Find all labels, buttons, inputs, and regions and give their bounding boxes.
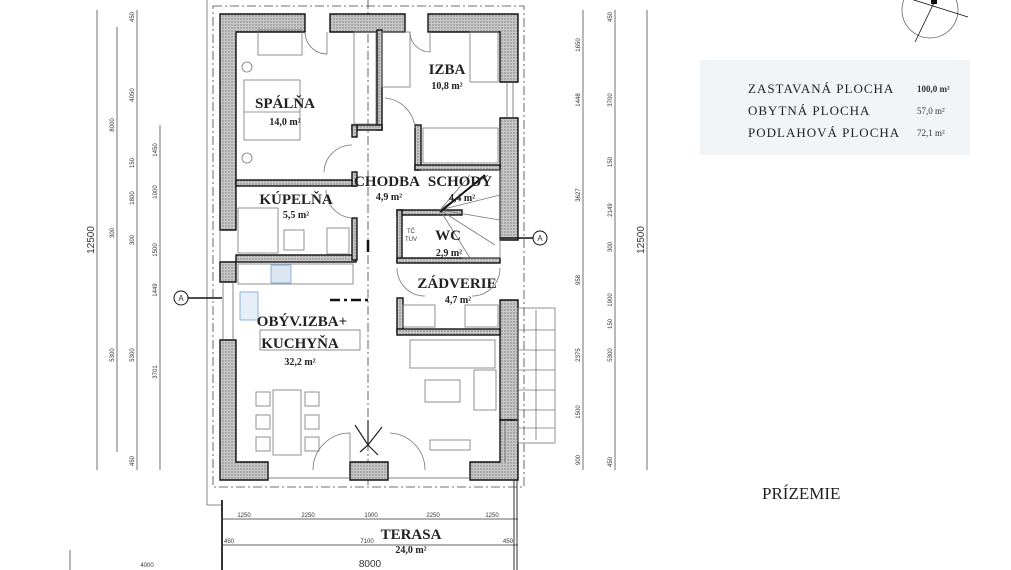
equipment-label: TUV <box>405 237 417 243</box>
room-izba: IZBA 10,8 m² <box>429 62 466 92</box>
dimension-label: 450 <box>608 456 614 467</box>
summary-label: ZASTAVANÁ PLOCHA <box>748 81 894 96</box>
dimension-label: 1250 <box>485 513 499 519</box>
section-marker-left: A <box>173 290 222 306</box>
dimension-label: 300 <box>110 227 116 238</box>
staircase <box>420 169 501 259</box>
dimension-label: 8000 <box>110 118 116 132</box>
dimension-label: 900 <box>576 454 582 465</box>
dimension-label: 1000 <box>364 513 378 519</box>
room-zadverie: ZÁDVERIE 4,7 m² <box>417 275 496 306</box>
dimension-label: 3701 <box>153 365 159 379</box>
dimension-label: 2250 <box>301 513 315 519</box>
dimension-label: 300 <box>608 241 614 252</box>
dimension-label: 2149 <box>608 203 614 217</box>
room-name: KÚPELŇA <box>259 191 333 208</box>
summary-value: 57,0 m² <box>917 106 945 116</box>
room-obyvacka: OBÝV.IZBA+ KUCHYŇA 32,2 m² <box>257 313 347 368</box>
dimension-label: 1800 <box>130 191 136 205</box>
plant-icon <box>354 420 383 456</box>
area-summary-table: ZASTAVANÁ PLOCHA 100,0 m² OBYTNÁ PLOCHA … <box>748 81 950 140</box>
dimension-label: 1250 <box>237 513 251 519</box>
dimension-label: 450 <box>608 11 614 22</box>
dimension-label: 450 <box>503 539 514 545</box>
summary-label: OBYTNÁ PLOCHA <box>748 103 870 118</box>
furniture <box>237 29 556 471</box>
room-name: SCHODY <box>428 174 492 190</box>
room-name: IZBA <box>429 62 466 78</box>
dimension-label: 2250 <box>426 513 440 519</box>
section-label: A <box>178 294 184 303</box>
room-terasa: TERASA 24,0 m² <box>381 527 442 556</box>
dimension-label: 1450 <box>153 143 159 157</box>
room-name: KUCHYŇA <box>261 335 339 352</box>
watermark-logo <box>700 60 970 155</box>
room-schody: SCHODY 4,4 m² <box>428 174 492 204</box>
room-name: CHODBA <box>354 174 420 190</box>
summary-value: 72,1 m² <box>917 128 945 138</box>
dimension-label: 5300 <box>110 348 116 362</box>
dimension-label: 150 <box>608 318 614 329</box>
dimension-label: 7100 <box>360 539 374 545</box>
summary-label: PODLAHOVÁ PLOCHA <box>748 125 900 140</box>
dimension-label: 8000 <box>359 559 382 570</box>
room-name: ZÁDVERIE <box>417 275 496 292</box>
dimension-label: 450 <box>224 539 235 545</box>
dimension-label: 2375 <box>576 348 582 362</box>
drawing-title: PRÍZEMIE <box>762 484 840 503</box>
summary-value: 100,0 m² <box>917 84 950 94</box>
dimension-label: 3627 <box>576 188 582 202</box>
dimension-lines <box>69 10 648 570</box>
room-name: WC <box>435 228 461 244</box>
room-area: 4,9 m² <box>376 192 402 203</box>
dimension-label: 1650 <box>576 38 582 52</box>
dimension-label: 4050 <box>130 88 136 102</box>
dimension-label: 958 <box>576 274 582 285</box>
room-name: TERASA <box>381 527 442 543</box>
section-marker-right: A <box>500 230 548 246</box>
dimension-label: 1449 <box>153 283 159 297</box>
exterior-stairs <box>517 307 556 444</box>
room-wc: WC 2,9 m² TČ TUV <box>405 228 462 259</box>
exterior-walls <box>219 13 519 481</box>
room-area: 14,0 m² <box>269 117 300 128</box>
room-chodba: CHODBA 4,9 m² <box>354 174 420 203</box>
dimension-label: 450 <box>130 11 136 22</box>
dimension-label: 1500 <box>576 405 582 419</box>
dimension-label: 5300 <box>608 348 614 362</box>
section-label: A <box>537 234 543 243</box>
room-area: 4,7 m² <box>445 295 471 306</box>
dimension-label: 1000 <box>153 185 159 199</box>
room-area: 2,9 m² <box>436 248 462 259</box>
dimension-label: 1448 <box>576 93 582 107</box>
room-area: 24,0 m² <box>395 545 426 556</box>
room-kupelna: KÚPELŇA 5,5 m² <box>259 191 333 221</box>
room-area: 4,4 m² <box>449 193 475 204</box>
dimension-label: 5300 <box>130 348 136 362</box>
room-name: SPÁLŇA <box>255 95 315 112</box>
dimension-label: 4000 <box>140 563 154 569</box>
interior-walls <box>235 29 501 336</box>
dimension-label: 450 <box>130 455 136 466</box>
dimension-label: 12500 <box>636 226 647 254</box>
room-area: 32,2 m² <box>284 357 315 368</box>
dimension-label: 3700 <box>608 93 614 107</box>
north-arrow-icon <box>901 0 969 43</box>
dimension-label: 1500 <box>153 243 159 257</box>
dimension-labels: 12500 8000 300 5300 450 4050 150 1800 300 5300 450… <box>86 11 647 570</box>
room-name: OBÝV.IZBA+ <box>257 313 347 330</box>
dimension-label: 12500 <box>86 226 97 254</box>
equipment-label: TČ <box>407 228 416 235</box>
dimension-label: 150 <box>130 157 136 168</box>
room-spalna: SPÁLŇA 14,0 m² <box>255 95 315 128</box>
dimension-label: 150 <box>608 156 614 167</box>
dimension-label: 300 <box>130 234 136 245</box>
room-area: 5,5 m² <box>283 210 309 221</box>
room-area: 10,8 m² <box>431 81 462 92</box>
dimension-label: 1900 <box>608 293 614 307</box>
